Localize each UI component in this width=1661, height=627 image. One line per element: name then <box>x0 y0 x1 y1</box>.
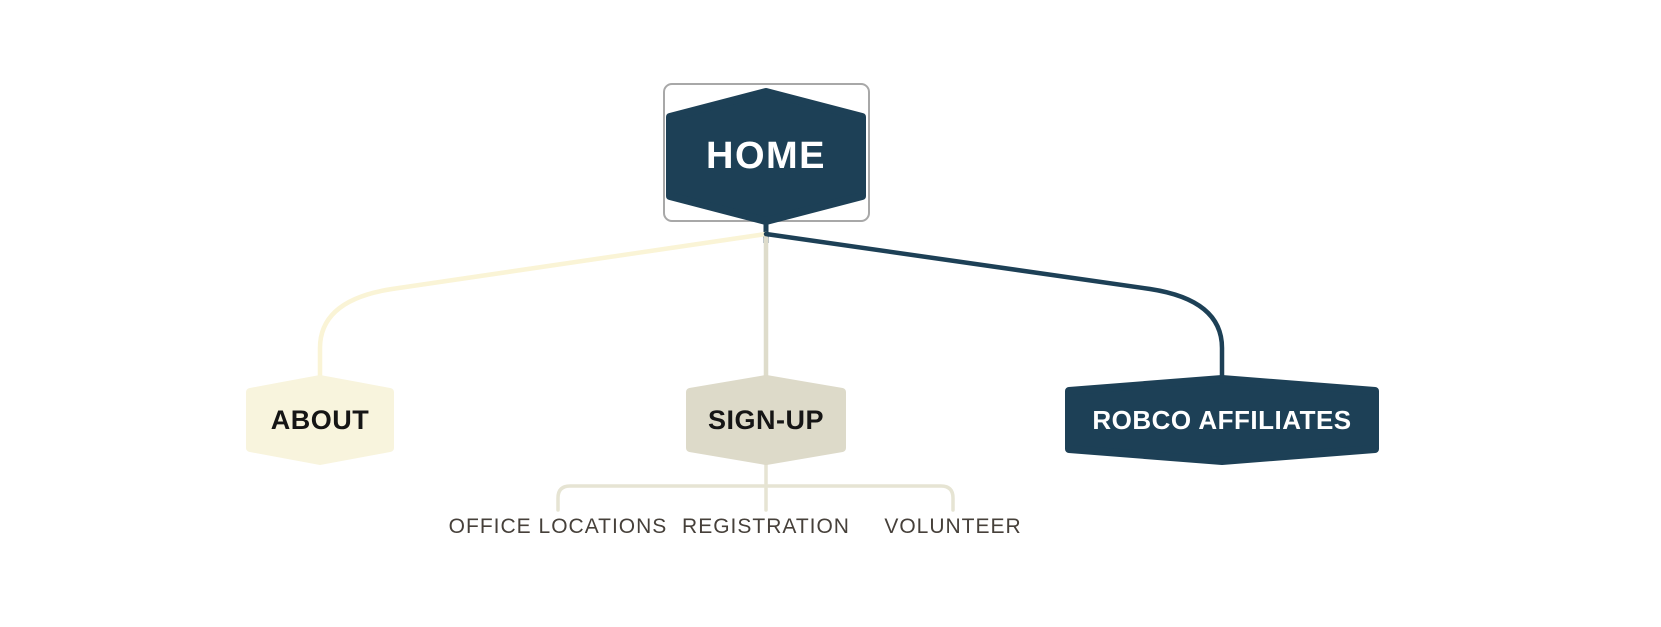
node-signup[interactable]: SIGN-UP <box>686 375 846 465</box>
node-robco-affiliates[interactable]: ROBCO AFFILIATES <box>1065 375 1379 465</box>
edge-home-robco <box>763 231 1225 380</box>
about-hexagon-shape <box>246 375 394 465</box>
node-office-locations[interactable]: OFFICE LOCATIONS <box>448 515 668 538</box>
node-signup-label: SIGN-UP <box>707 404 824 435</box>
edge-signup-office-locations <box>556 484 768 512</box>
node-about-label: ABOUT <box>270 404 370 435</box>
node-about[interactable]: ABOUT <box>246 375 394 465</box>
robco-hexagon-shape <box>1065 375 1379 465</box>
node-volunteer[interactable]: VOLUNTEER <box>884 515 1022 538</box>
node-robco-affiliates-label: ROBCO AFFILIATES <box>1092 404 1352 435</box>
node-home-label: HOME <box>706 135 826 177</box>
edge-signup-volunteer <box>764 484 955 512</box>
node-home[interactable]: HOME <box>666 88 866 225</box>
node-registration[interactable]: REGISTRATION <box>682 515 850 538</box>
signup-hexagon-shape <box>686 375 846 465</box>
edge-home-about <box>317 231 769 380</box>
